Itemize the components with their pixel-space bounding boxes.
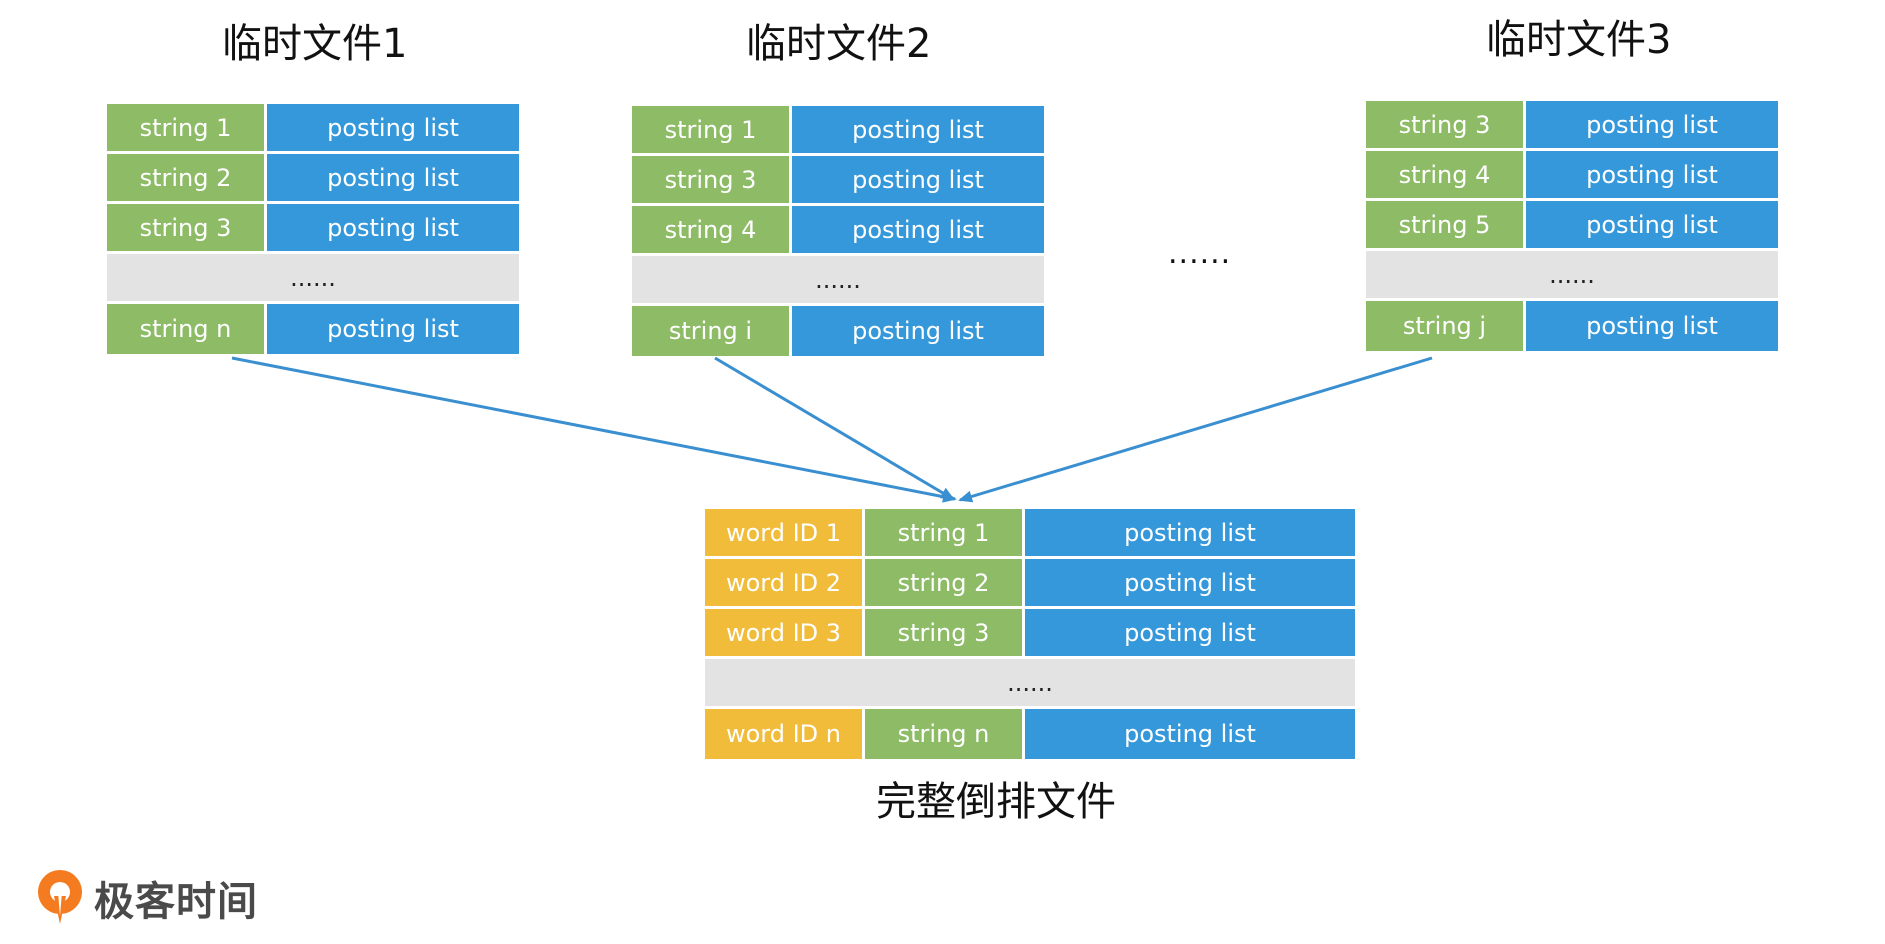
ellipsis-row: ...... [107, 254, 519, 304]
ellipsis-row: ...... [632, 256, 1044, 306]
string-cell: string 5 [1366, 201, 1526, 251]
table-row: string 3 posting list [1366, 101, 1778, 151]
ellipsis-cell: ...... [705, 659, 1355, 709]
table-row: string 1 posting list [632, 106, 1044, 156]
posting-list-cell: posting list [1025, 709, 1355, 759]
posting-list-cell: posting list [1526, 151, 1778, 201]
final-file-title: 完整倒排文件 [876, 779, 1116, 825]
table-row: string 4 posting list [1366, 151, 1778, 201]
string-cell: string n [107, 304, 267, 354]
string-cell: string j [1366, 301, 1526, 351]
temp-file-3-title: 临时文件3 [1486, 17, 1672, 63]
string-cell: string 4 [632, 206, 792, 256]
logo-text: 极客时间 [94, 879, 258, 925]
ellipsis-row: ...... [1366, 251, 1778, 301]
more-temp-files-ellipsis: ...... [1168, 236, 1232, 271]
string-cell: string 2 [865, 559, 1025, 609]
posting-list-cell: posting list [1526, 101, 1778, 151]
ellipsis-cell: ...... [107, 254, 519, 304]
table-row: word ID 2 string 2 posting list [705, 559, 1355, 609]
final-inverted-file-table: word ID 1 string 1 posting list word ID … [705, 509, 1355, 759]
posting-list-cell: posting list [1526, 201, 1778, 251]
posting-list-cell: posting list [267, 204, 519, 254]
temp-file-3-table: string 3 posting list string 4 posting l… [1366, 101, 1778, 351]
word-id-cell: word ID 3 [705, 609, 865, 659]
arrow-from-temp-file-2 [714, 356, 955, 501]
string-cell: string 3 [865, 609, 1025, 659]
string-cell: string 4 [1366, 151, 1526, 201]
ellipsis-cell: ...... [1366, 251, 1778, 301]
string-cell: string 3 [1366, 101, 1526, 151]
table-row: string 2 posting list [107, 154, 519, 204]
string-cell: string 1 [865, 509, 1025, 559]
ellipsis-cell: ...... [632, 256, 1044, 306]
posting-list-cell: posting list [1025, 559, 1355, 609]
ellipsis-row: ...... [705, 659, 1355, 709]
string-cell: string 2 [107, 154, 267, 204]
table-row: string 3 posting list [107, 204, 519, 254]
temp-file-2-table: string 1 posting list string 3 posting l… [632, 106, 1044, 356]
string-cell: string i [632, 306, 792, 356]
posting-list-cell: posting list [1526, 301, 1778, 351]
table-row: string 4 posting list [632, 206, 1044, 256]
temp-file-1-title: 临时文件1 [222, 21, 408, 67]
geektime-logo-icon [38, 870, 82, 924]
temp-file-1-table: string 1 posting list string 2 posting l… [107, 104, 519, 354]
table-row: string n posting list [107, 304, 519, 354]
table-row: string 3 posting list [632, 156, 1044, 206]
table-row: word ID n string n posting list [705, 709, 1355, 759]
posting-list-cell: posting list [267, 154, 519, 204]
arrow-from-temp-file-3 [958, 356, 1433, 503]
posting-list-cell: posting list [267, 304, 519, 354]
posting-list-cell: posting list [792, 106, 1044, 156]
word-id-cell: word ID 2 [705, 559, 865, 609]
table-row: word ID 1 string 1 posting list [705, 509, 1355, 559]
geektime-logo: 极客时间 [32, 866, 258, 930]
table-row: string 1 posting list [107, 104, 519, 154]
posting-list-cell: posting list [1025, 509, 1355, 559]
table-row: string i posting list [632, 306, 1044, 356]
posting-list-cell: posting list [792, 206, 1044, 256]
string-cell: string n [865, 709, 1025, 759]
table-row: word ID 3 string 3 posting list [705, 609, 1355, 659]
temp-file-2-title: 临时文件2 [746, 21, 932, 67]
arrow-from-temp-file-1 [231, 356, 957, 503]
posting-list-cell: posting list [792, 156, 1044, 206]
word-id-cell: word ID 1 [705, 509, 865, 559]
word-id-cell: word ID n [705, 709, 865, 759]
posting-list-cell: posting list [792, 306, 1044, 356]
string-cell: string 1 [107, 104, 267, 154]
posting-list-cell: posting list [1025, 609, 1355, 659]
table-row: string 5 posting list [1366, 201, 1778, 251]
posting-list-cell: posting list [267, 104, 519, 154]
table-row: string j posting list [1366, 301, 1778, 351]
string-cell: string 3 [632, 156, 792, 206]
string-cell: string 3 [107, 204, 267, 254]
string-cell: string 1 [632, 106, 792, 156]
